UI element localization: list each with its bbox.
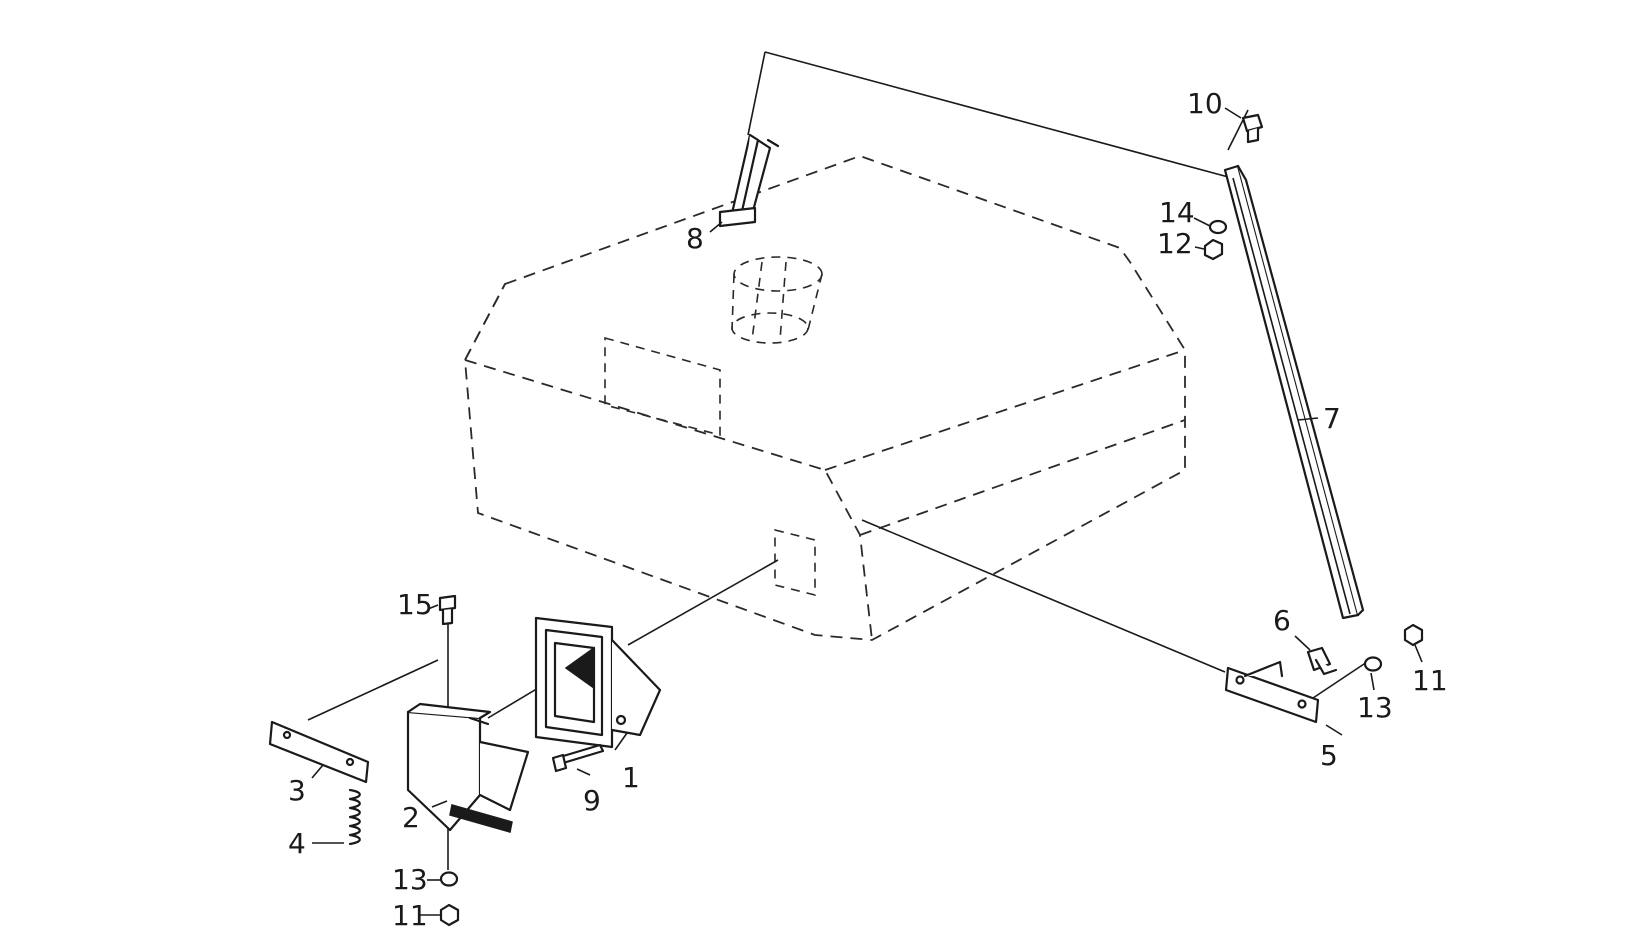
washer-part-14: [1208, 219, 1228, 235]
callout-12: 12: [1157, 227, 1193, 260]
callout-14: 14: [1159, 196, 1195, 229]
spring-part-4: [348, 788, 361, 846]
filler-neck-outline: [731, 256, 823, 344]
nut-part-11-left: [439, 903, 460, 927]
filler-housing-part-1: [534, 616, 662, 749]
assembly-lines: [307, 51, 1371, 870]
bolt-part-15: [438, 594, 457, 626]
strap-part-7: [1223, 164, 1365, 620]
leader-lines: [311, 107, 1423, 916]
callout-2: 2: [402, 801, 420, 834]
callout-5: 5: [1320, 739, 1338, 772]
clip-part-6: [1306, 646, 1338, 676]
callout-13-right: 13: [1357, 691, 1393, 724]
callout-11-right: 11: [1412, 664, 1448, 697]
bolt-part-10: [1241, 113, 1264, 144]
callout-6: 6: [1273, 604, 1291, 637]
callout-11-left: 11: [392, 899, 428, 932]
callout-15: 15: [397, 588, 433, 621]
callout-13-left: 13: [392, 863, 428, 896]
mounting-bar-part-5: [1224, 660, 1320, 724]
washer-part-13-left: [439, 871, 459, 887]
flap-part-2: [406, 702, 530, 833]
nut-part-11-right: [1403, 623, 1424, 647]
plate-part-3: [268, 720, 370, 784]
callout-labels: 1 2 3 4 5 6 7 8 9 10 11 12 13 14 15 13 1…: [288, 87, 1448, 932]
callout-3: 3: [288, 774, 306, 807]
washer-part-13-right: [1363, 656, 1383, 672]
tank-outline: [464, 155, 1186, 641]
callout-1: 1: [622, 761, 640, 794]
callout-10: 10: [1187, 87, 1223, 120]
nut-part-12: [1203, 238, 1224, 261]
callout-4: 4: [288, 827, 306, 860]
screw-part-9: [551, 743, 605, 773]
bracket-part-8: [718, 133, 780, 228]
callout-8: 8: [686, 222, 704, 255]
callout-9: 9: [583, 784, 601, 817]
callout-7: 7: [1323, 402, 1341, 435]
